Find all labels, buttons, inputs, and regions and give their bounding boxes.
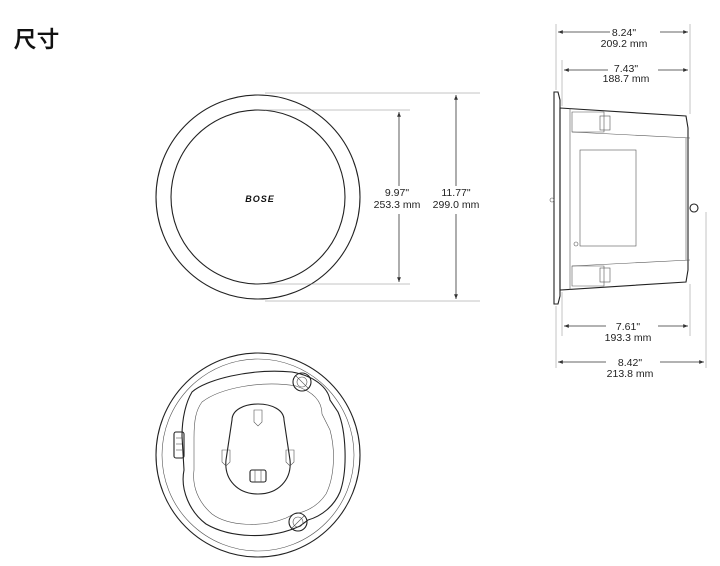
- mounting-clamp-top-right: [292, 372, 312, 392]
- inner-diameter-inch: 9.97": [385, 187, 409, 199]
- outer-diameter-mm: 299.0 mm: [433, 199, 480, 211]
- side-label-plate: [579, 149, 637, 247]
- mounting-clamp-left: [173, 431, 185, 459]
- front-grille: [170, 109, 346, 285]
- outer-diameter-inch: 11.77": [441, 187, 470, 199]
- side-bottom-inner-mm: 193.3 mm: [605, 332, 652, 344]
- page-title: 尺寸: [14, 28, 61, 53]
- side-view: [549, 91, 699, 305]
- back-view: [155, 352, 361, 558]
- side-bottom-outer-inch: 8.42": [618, 357, 642, 369]
- keyhole-right: [285, 449, 295, 467]
- back-enclosure: [181, 370, 346, 537]
- front-view: BOSE: [155, 94, 361, 300]
- front-outer-ring: [155, 94, 361, 300]
- bose-logo: BOSE: [245, 194, 275, 204]
- side-top-outer-inch: 8.24": [612, 27, 636, 39]
- back-enclosure-inner: [193, 383, 334, 525]
- side-clamp-top: [571, 111, 605, 133]
- inner-diameter-mm: 253.3 mm: [374, 199, 421, 211]
- keyhole-top: [253, 409, 263, 427]
- side-top-inner-inch: 7.43": [614, 63, 638, 75]
- side-housing: [559, 107, 689, 291]
- back-inner-ring: [161, 358, 355, 552]
- side-tether-loop: [689, 203, 699, 213]
- mounting-clamp-bottom-right: [288, 512, 308, 532]
- side-top-outer-mm: 209.2 mm: [601, 38, 648, 50]
- back-outer-ring: [155, 352, 361, 558]
- side-top-inner-mm: 188.7 mm: [603, 73, 650, 85]
- back-center-plate: [225, 403, 291, 495]
- side-bottom-outer-mm: 213.8 mm: [607, 368, 654, 380]
- keyhole-left: [221, 449, 231, 467]
- terminal-block: [249, 469, 267, 483]
- side-flange: [553, 91, 561, 305]
- side-bottom-inner-inch: 7.61": [616, 321, 640, 333]
- side-clamp-bottom: [571, 265, 605, 287]
